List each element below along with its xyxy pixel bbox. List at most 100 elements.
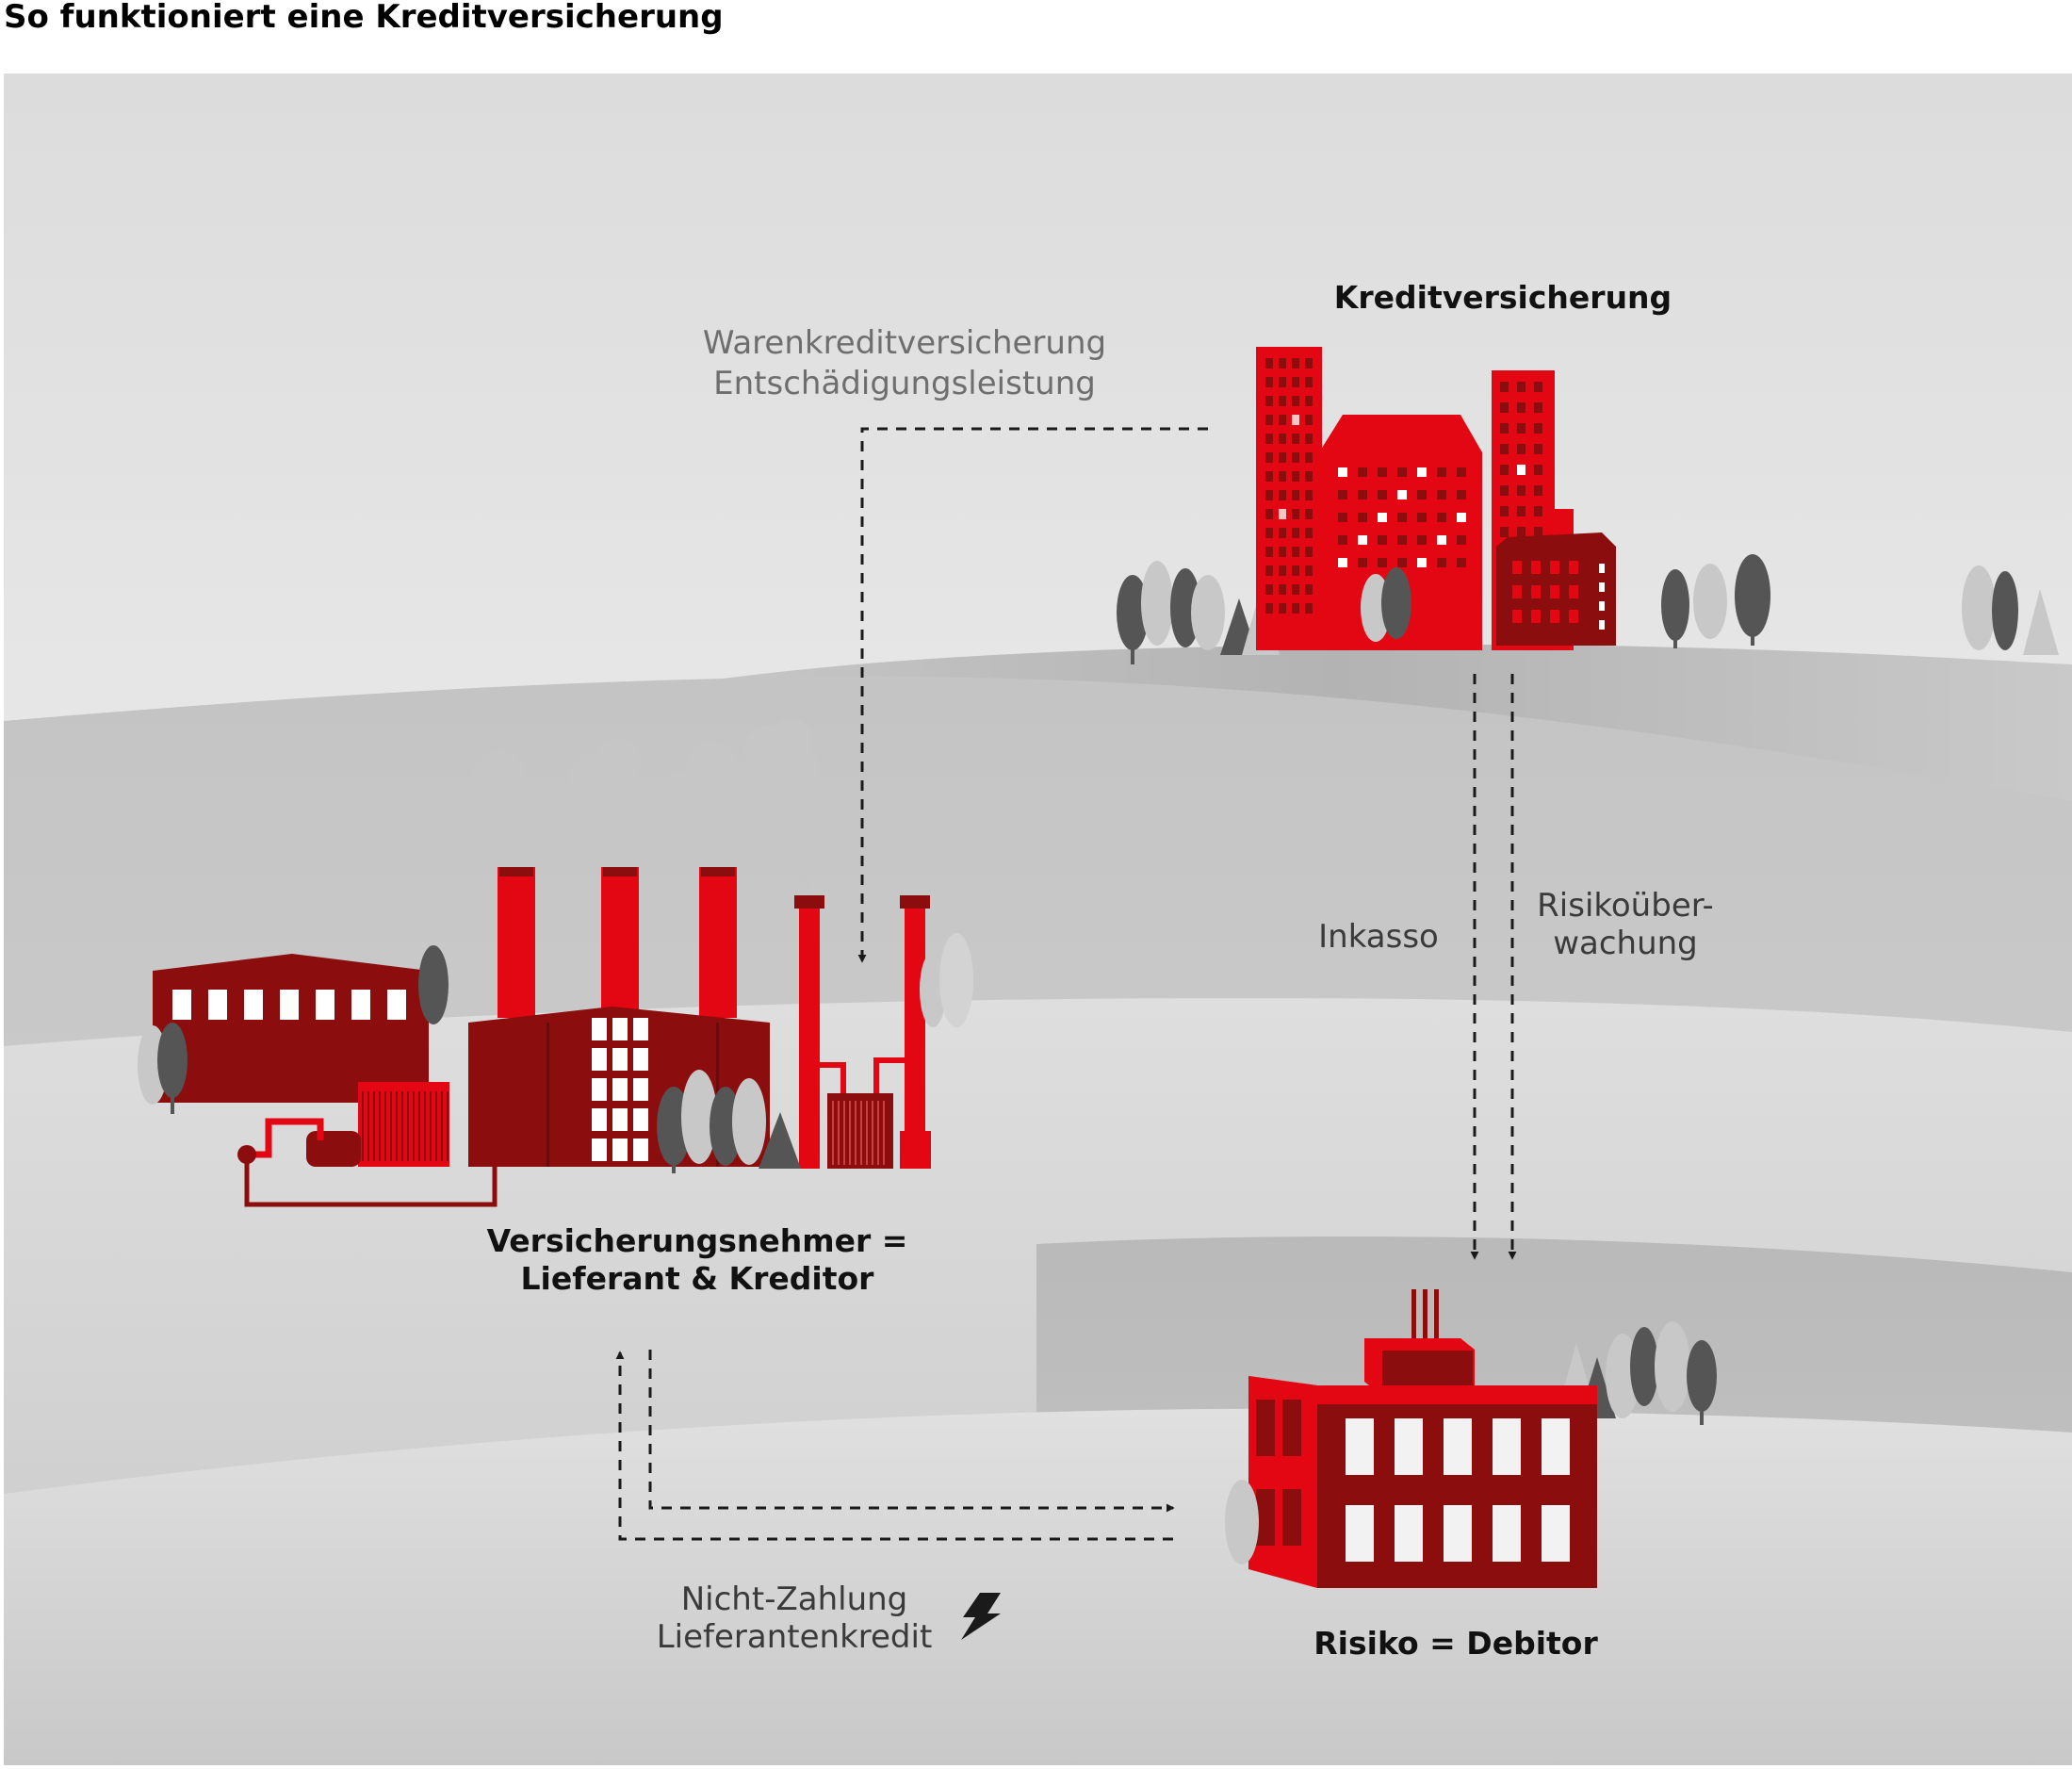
window [1305, 471, 1313, 482]
window [1378, 490, 1387, 500]
tree-icon [1381, 567, 1411, 639]
risk-monitoring-line2: wachung [1553, 925, 1698, 962]
window [1282, 1489, 1301, 1546]
window [1517, 444, 1525, 454]
window [1265, 603, 1273, 614]
window [387, 990, 406, 1020]
window [1279, 547, 1286, 557]
window [1292, 490, 1299, 500]
window [1599, 564, 1605, 573]
window [1378, 467, 1387, 477]
window [1305, 565, 1313, 576]
window [592, 1138, 607, 1161]
policyholder-label-line1: Versicherungsnehmer = [487, 1222, 908, 1259]
window [592, 1108, 607, 1131]
window [1531, 585, 1541, 598]
window [1378, 535, 1387, 545]
window [592, 1048, 607, 1071]
window [1569, 610, 1578, 623]
window [1256, 1489, 1275, 1546]
window [1279, 603, 1286, 614]
tree-icon [1992, 571, 2018, 650]
window [612, 1078, 628, 1101]
window [1417, 558, 1427, 567]
tree-icon [2023, 589, 2059, 655]
delivery-arrow [648, 1350, 1175, 1513]
window [1397, 513, 1407, 522]
window [1338, 558, 1347, 567]
window [1358, 535, 1367, 545]
window [1292, 547, 1299, 557]
window [1292, 358, 1299, 369]
window [1457, 490, 1466, 500]
non-payment-line1: Nicht-Zahlung [681, 1581, 908, 1618]
window [1338, 490, 1347, 500]
window [1517, 382, 1525, 392]
window [1338, 513, 1347, 522]
window [1500, 527, 1509, 537]
window [1542, 1418, 1570, 1475]
window [1265, 528, 1273, 538]
insurance-payment-line1: Warenkreditversicherung [703, 324, 1106, 362]
tree-icon [1141, 561, 1173, 646]
window [1437, 558, 1446, 567]
window [1534, 382, 1542, 392]
window [1599, 601, 1605, 611]
window [1279, 415, 1286, 425]
window [1493, 1418, 1521, 1475]
window [1550, 585, 1559, 598]
window [1292, 471, 1299, 482]
window [612, 1138, 628, 1161]
window [1292, 434, 1299, 444]
window [1279, 452, 1286, 463]
window [1279, 490, 1286, 500]
window [1457, 558, 1466, 567]
window [1493, 1505, 1521, 1562]
window [1395, 1418, 1423, 1475]
window [208, 990, 227, 1020]
window [1517, 465, 1525, 475]
window [1305, 547, 1313, 557]
insurer-buildings [1117, 347, 2059, 664]
window [1500, 382, 1509, 392]
tree-icon [759, 1112, 801, 1169]
window [1534, 485, 1542, 496]
window [1346, 1418, 1374, 1475]
window [1500, 485, 1509, 496]
window [612, 1018, 628, 1040]
window [633, 1078, 648, 1101]
window [1395, 1505, 1423, 1562]
window [1256, 1400, 1275, 1456]
tree-icon [1225, 1480, 1259, 1564]
window [1378, 513, 1387, 522]
window [1279, 509, 1286, 519]
window [1534, 506, 1542, 516]
window [1292, 603, 1299, 614]
window [1517, 485, 1525, 496]
window [1265, 471, 1273, 482]
window [1534, 527, 1542, 537]
window [1305, 358, 1313, 369]
tree-icon [681, 1070, 717, 1164]
tree-icon [1693, 564, 1727, 639]
window [1292, 584, 1299, 595]
window [1265, 358, 1273, 369]
window [1599, 620, 1605, 630]
window [1542, 1505, 1570, 1562]
window [1292, 565, 1299, 576]
window [1531, 610, 1541, 623]
window [1279, 358, 1286, 369]
window [1279, 528, 1286, 538]
window [1265, 415, 1273, 425]
window [1338, 535, 1347, 545]
window [1279, 377, 1286, 387]
window [1378, 558, 1387, 567]
window [1534, 423, 1542, 434]
insurance-payment-arrow [857, 427, 1208, 963]
window [244, 990, 263, 1020]
window [1457, 535, 1466, 545]
insurance-payment-line2: Entschädigungsleistung [713, 365, 1096, 402]
window [1305, 490, 1313, 500]
window [1305, 603, 1313, 614]
